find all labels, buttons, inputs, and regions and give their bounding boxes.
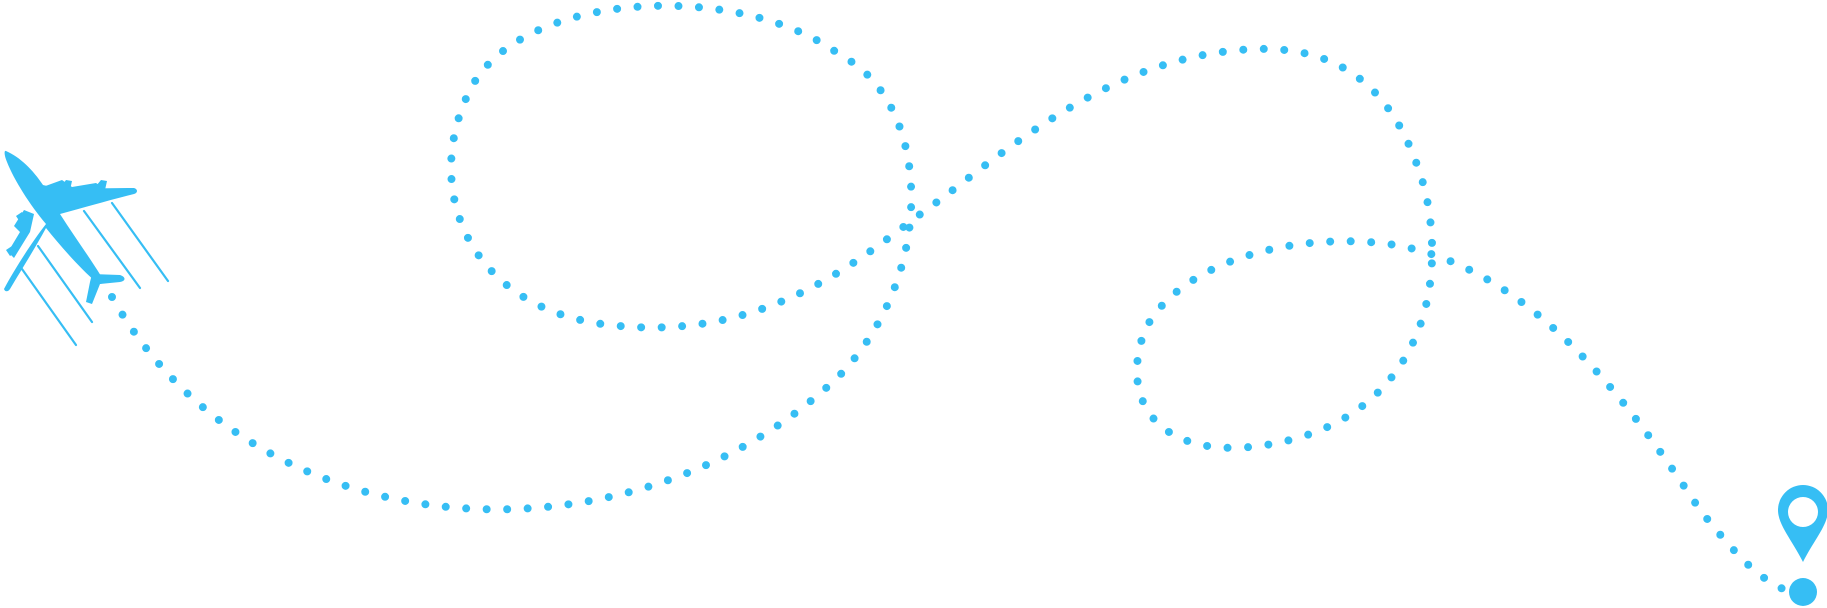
speed-trails (20, 201, 170, 347)
airplane-tail (86, 274, 125, 304)
airplane-wing-lower (8, 210, 34, 258)
map-pin-body (1778, 485, 1827, 562)
speed-trail-2 (36, 244, 94, 324)
map-pin-icon (1778, 485, 1827, 562)
airplane-wing-upper (40, 180, 104, 198)
speed-trail-3 (82, 209, 142, 290)
airplane-engine-2 (96, 180, 107, 190)
airplane-icon (4, 150, 170, 347)
dotted-flight-route (108, 1, 1794, 596)
airplane-engine-3 (16, 212, 26, 222)
speed-trail-4 (110, 201, 170, 283)
destination-dot (1789, 578, 1817, 606)
speed-trail-1 (20, 267, 78, 347)
airplane-engine-4 (6, 246, 16, 256)
airplane-engine-1 (60, 180, 72, 190)
airplane-fuselage (4, 150, 137, 292)
